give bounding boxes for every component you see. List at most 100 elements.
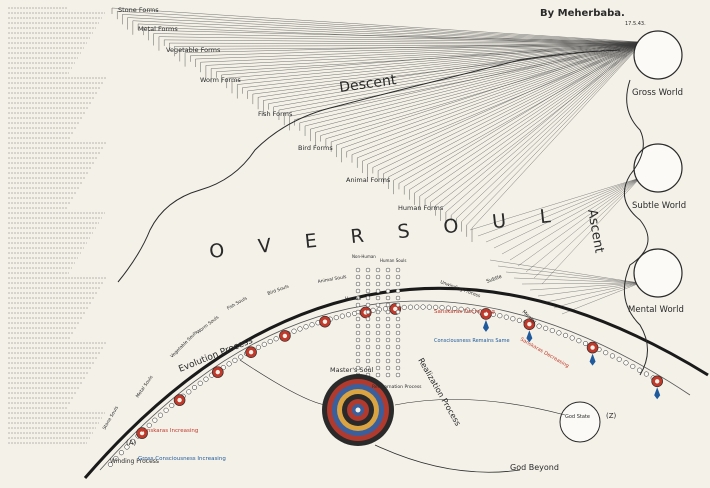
form-human-label: Human Forms	[398, 204, 444, 212]
ladder-bead	[355, 316, 361, 322]
fan-line	[242, 44, 641, 88]
ladder-bead	[365, 330, 371, 336]
ladder-bead	[365, 316, 371, 322]
masters-soul-target	[322, 374, 394, 446]
ladder-bead	[385, 351, 391, 357]
ladder-bead	[385, 372, 391, 378]
world-ray-line	[529, 282, 641, 291]
soul-marker-core	[590, 345, 595, 350]
ladder-bead	[385, 316, 391, 322]
soul-bead	[401, 304, 407, 310]
fan-line	[258, 41, 641, 98]
ladder-bead	[395, 309, 401, 315]
soul-bead	[124, 444, 130, 450]
fan-line	[117, 11, 641, 43]
soul-beads	[107, 303, 663, 467]
fan-line	[205, 44, 641, 66]
fan-line	[143, 26, 641, 46]
mental-world-label: Mental World	[628, 305, 684, 315]
soul-bead	[152, 417, 158, 423]
fan-line	[237, 43, 641, 85]
fan-line	[221, 41, 641, 76]
ladder-bead	[385, 330, 391, 336]
date-label: 17.5.43.	[625, 21, 646, 27]
descent-label: Descent	[338, 72, 398, 96]
ladder-bead	[395, 295, 401, 301]
world-ray-line	[513, 277, 641, 284]
fan-line	[388, 44, 641, 178]
ladder-bead	[395, 267, 401, 273]
soul-marker-core	[282, 333, 288, 339]
ladder-bead	[395, 344, 401, 350]
soul-bead	[516, 317, 522, 323]
fan-line	[310, 43, 641, 130]
bird-souls-label: Bird Souls	[267, 283, 291, 297]
soul-bead	[169, 402, 175, 409]
soul-bead	[458, 306, 464, 312]
ladder-bead	[385, 288, 391, 294]
gross-world-circle	[633, 30, 683, 80]
fan-line	[284, 44, 641, 114]
fan-line	[440, 41, 641, 210]
stone-souls-label: Stone Souls	[102, 404, 121, 431]
fan-line	[138, 23, 641, 46]
soul-bead	[255, 344, 261, 350]
soul-bead	[536, 323, 542, 329]
ladder-bead	[365, 281, 371, 287]
ladder-bead	[355, 337, 361, 343]
soul-bead	[407, 304, 414, 310]
soul-bead	[203, 376, 209, 382]
fan-line	[200, 43, 641, 63]
ladder-bead	[395, 337, 401, 343]
ladder-bead	[395, 323, 401, 329]
soul-bead	[297, 326, 303, 332]
fan-line	[430, 44, 641, 203]
fan-line	[331, 41, 641, 143]
form-bird-label: Bird Forms	[298, 144, 333, 152]
ladder-bead	[355, 351, 361, 357]
ladder-bead	[365, 358, 371, 364]
soul-bead	[543, 325, 549, 331]
soul-marker-core	[215, 369, 220, 375]
fan-line	[164, 39, 641, 44]
fan-line	[398, 45, 641, 184]
fan-line	[378, 43, 641, 171]
ladder-bead	[375, 281, 381, 287]
ladder-bead	[375, 288, 381, 294]
soul-bead	[197, 380, 203, 386]
descent-fan-lines	[111, 7, 641, 315]
god-state-label: God State	[565, 414, 590, 420]
world-ray-line	[493, 177, 641, 249]
soul-bead	[603, 350, 609, 356]
soul-bead	[562, 332, 569, 338]
soul-bead	[118, 450, 124, 456]
form-metal-label: Metal Forms	[138, 25, 178, 33]
reincarnation-process-label: Reincarnation Process	[372, 384, 422, 390]
ladder-bead	[395, 316, 401, 322]
ladder-bead	[375, 323, 381, 329]
fan-line	[289, 45, 641, 117]
fan-line	[424, 44, 641, 200]
soul-bead	[345, 312, 352, 318]
form-stone-label: Stone Forms	[118, 6, 159, 14]
fan-line	[445, 42, 641, 213]
fan-line	[211, 44, 641, 69]
soul-bead	[439, 305, 445, 311]
world-ray-line	[537, 282, 641, 297]
ladder-bead	[375, 344, 381, 350]
world-ray-line	[485, 177, 641, 243]
world-ray-line	[477, 177, 641, 237]
fan-line	[231, 43, 641, 82]
soul-marker-core	[654, 379, 660, 384]
ladder-bead	[365, 309, 371, 315]
sanskaras-decreasing-label-1: Sanskaras Decreasing	[434, 309, 495, 315]
ladder-bead	[375, 295, 381, 301]
soul-bead	[549, 327, 555, 334]
fan-line	[461, 44, 641, 222]
fan-line	[315, 44, 641, 133]
fan-line	[226, 42, 641, 79]
ladder-bead	[375, 267, 381, 273]
ascent-path	[623, 79, 649, 376]
ladder-bead	[395, 358, 401, 364]
